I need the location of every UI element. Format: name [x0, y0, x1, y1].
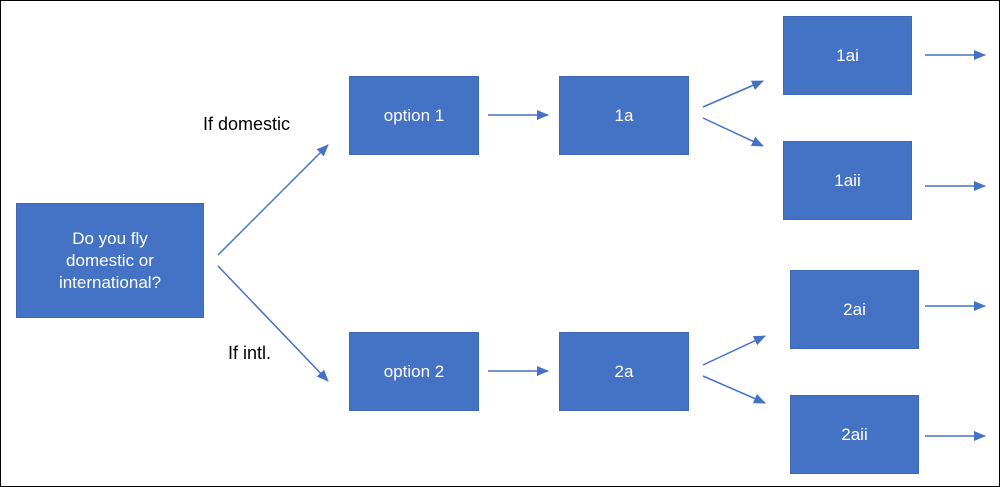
node-2a-text: 2a [614, 361, 634, 381]
arrow-2a-to-2aii [702, 375, 766, 404]
node-1ai: 1ai [783, 16, 912, 95]
node-option-2-text: option 2 [383, 361, 445, 381]
node-1aii: 1aii [783, 141, 912, 220]
node-2ai-text: 2ai [843, 299, 866, 319]
node-2aii-text: 2aii [841, 424, 868, 444]
node-1a-text: 1a [614, 105, 634, 125]
node-1ai-text: 1ai [836, 45, 859, 65]
node-1a: 1a [559, 76, 689, 155]
arrow-1a-to-1aii [702, 117, 764, 147]
edge-label-intl: If intl. [228, 343, 272, 363]
node-2ai: 2ai [790, 270, 919, 349]
node-root-question-text: Do you fly domestic or international? [58, 228, 162, 292]
edge-label-domestic: If domestic [203, 114, 291, 134]
node-option-2: option 2 [349, 332, 479, 411]
arrow-1a-to-1ai [702, 80, 764, 108]
node-option-1: option 1 [349, 76, 479, 155]
arrow-2a-to-2ai [702, 335, 766, 366]
node-2aii: 2aii [790, 395, 919, 474]
node-option-1-text: option 1 [383, 105, 445, 125]
node-2a: 2a [559, 332, 689, 411]
arrow-root-to-option2 [217, 265, 329, 382]
arrow-root-to-option1 [217, 144, 329, 256]
node-root-question: Do you fly domestic or international? [16, 203, 204, 318]
node-1aii-text: 1aii [834, 170, 861, 190]
